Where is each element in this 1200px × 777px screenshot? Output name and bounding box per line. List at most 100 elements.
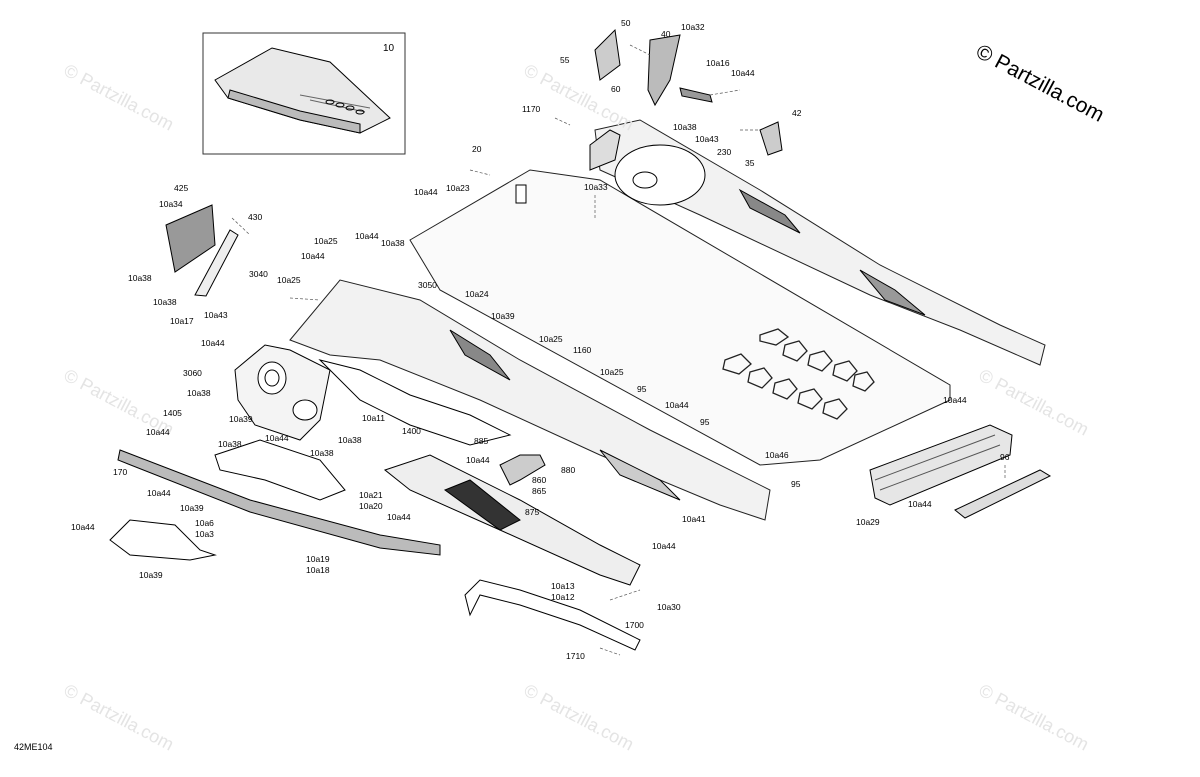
callout-label: 42 [792,108,802,118]
tunnel-cutouts [722,328,875,420]
callout-label: 10a44 [908,499,932,509]
callout-label: 1170 [522,104,541,114]
callout-label: 10a38 [673,122,697,132]
left-bumper-bar [117,449,441,556]
callout-label: 10a25 [539,334,563,344]
callout-label: 60 [611,84,621,94]
callout-label: 230 [717,147,732,157]
callout-label: 10a38 [310,448,334,458]
callout-label: 10a39 [491,311,515,321]
callout-label: 10a38 [381,238,405,248]
callout-label: 50 [621,18,631,28]
left-brace-part [194,229,239,297]
top-cover-part [594,28,621,81]
callout-label: 10a11 [362,413,386,423]
callout-label: 95 [791,479,801,489]
left-bracket [214,439,346,501]
callout-label: 10a43 [204,310,228,320]
callout-label: 10a46 [765,450,789,460]
callout-label: 10a41 [682,514,706,524]
callout-label: 1400 [402,426,421,436]
callout-label: 55 [560,55,570,65]
callout-label: 1160 [573,345,592,355]
callout-label: 10a32 [681,22,705,32]
callout-label: 10a30 [657,602,681,612]
callout-label: 10a44 [355,231,379,241]
callout-label: 10a44 [301,251,325,261]
callout-label: 10a44 [943,395,967,405]
callout-label: 10a44 [731,68,755,78]
callout-label: 425 [174,183,189,193]
callout-label: 10a38 [218,439,242,449]
callout-label: 10a44 [146,427,170,437]
callout-label: 96 [1000,452,1010,462]
callout-label: 10a6 [195,518,214,528]
callout-label: 40 [661,29,671,39]
mid-bracket [499,454,546,486]
callout-label: 880 [561,465,576,475]
callout-label: 10a34 [159,199,183,209]
callout-label: 10a43 [695,134,719,144]
left-side-rail [289,279,771,521]
callout-label: 10a44 [265,433,289,443]
callout-label: 3060 [183,368,202,378]
callout-label: 170 [113,467,128,477]
callout-label: 10a18 [306,565,330,575]
right-small-bracket [759,121,783,156]
callout-label: 10a25 [277,275,301,285]
center-post [515,184,527,204]
rear-bracket [954,469,1052,519]
callout-label: 10a16 [706,58,730,68]
left-grille-part [165,204,216,273]
callout-label: 10a38 [187,388,211,398]
callout-label: 10a38 [153,297,177,307]
callout-label: 10a38 [338,435,362,445]
callout-label: 885 [474,436,489,446]
callout-label: 10a25 [600,367,624,377]
callout-label: 10a33 [584,182,608,192]
inset-label: 10 [383,43,395,54]
callout-label: 95 [700,417,710,427]
leader-lines [231,44,1006,656]
callout-label: 10a44 [201,338,225,348]
right-side-rail [594,119,1046,366]
top-bracket-part [647,34,681,107]
callout-label: 10a44 [665,400,689,410]
callout-label: 10a12 [551,592,575,602]
callout-label: 10a44 [147,488,171,498]
callout-label: 10a44 [387,512,411,522]
callout-label: 1405 [163,408,182,418]
callout-label: 10a24 [465,289,489,299]
top-rod-part [679,87,713,103]
callout-label: 430 [248,212,263,222]
rear-crossmember [869,424,1013,506]
callout-label: 1710 [566,651,585,661]
foot-rest-bar [464,579,641,651]
callout-label: 10a21 [359,490,383,500]
front-left-plate [234,344,331,441]
callout-label: 10a19 [306,554,330,564]
callout-label: 10a44 [414,187,438,197]
callout-label: 10a39 [139,570,163,580]
callout-label: 10a23 [446,183,470,193]
callout-label: 865 [532,486,547,496]
callout-label: 10a29 [856,517,880,527]
callout-label: 860 [532,475,547,485]
callout-label: 3050 [418,280,437,290]
inset-frame [202,32,406,155]
callout-label: 10a44 [71,522,95,532]
callout-label: 1700 [625,620,644,630]
inset-tunnel-thumbnail [214,47,391,134]
callout-label: 10a44 [652,541,676,551]
callout-label: 10a38 [128,273,152,283]
callout-label: 10a20 [359,501,383,511]
callout-label: 20 [472,144,482,154]
callout-label: 10a17 [170,316,194,326]
callout-label: 3040 [249,269,268,279]
callout-label: 875 [525,507,540,517]
callout-label: 10a39 [180,503,204,513]
callout-label: 10a39 [229,414,253,424]
callout-label: 95 [637,384,647,394]
